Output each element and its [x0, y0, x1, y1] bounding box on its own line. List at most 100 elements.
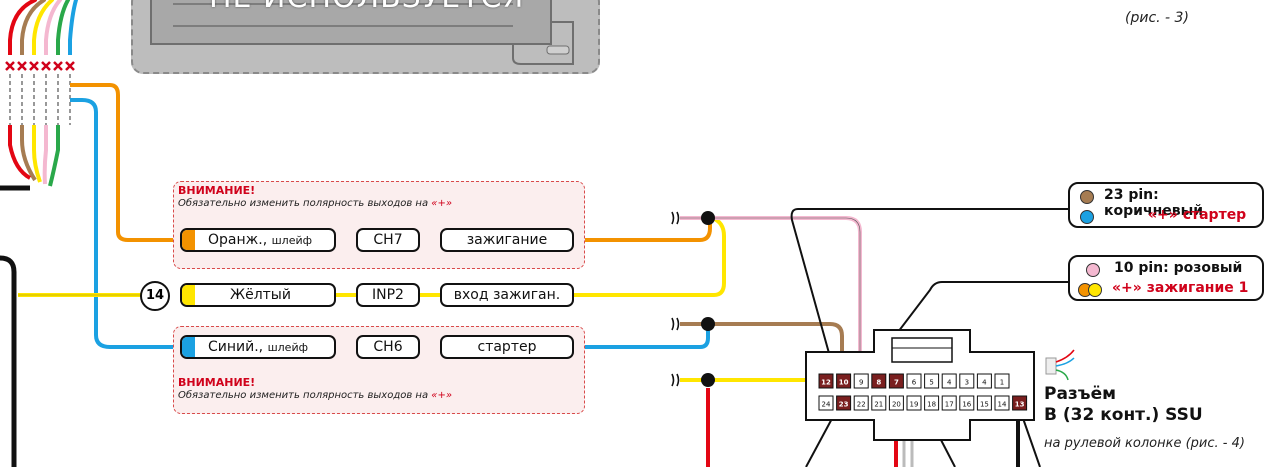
connector-pin-label: 12 [821, 379, 831, 387]
dashed-continuation [9, 74, 71, 125]
connector-pin-label: 4 [982, 379, 987, 387]
orange-swatch [182, 230, 195, 250]
row-number-badge: 14 [140, 281, 170, 311]
warning-text: Обязательно изменить полярность выходов … [178, 198, 452, 209]
break-marks [671, 211, 680, 387]
connector-pin-label: 19 [910, 401, 919, 409]
connector-pin [871, 373, 887, 389]
connector-pin [818, 373, 834, 389]
connector-pin-label: 13 [1015, 401, 1025, 409]
connector-pin-label: 21 [874, 401, 883, 409]
junction-dots [701, 211, 715, 387]
connector-pin-label: 1 [1000, 379, 1004, 387]
connector-pin [976, 373, 992, 389]
connector-subtitle: на рулевой колонке (рис. - 4) [1044, 436, 1245, 451]
blue-wire [70, 98, 180, 349]
connector-pin [994, 395, 1010, 411]
warning-plus-sign: «+» [431, 390, 453, 401]
warning-title: ВНИМАНИЕ! [178, 376, 256, 389]
connector-pin [871, 395, 887, 411]
wire-color-label: Оранж., [208, 232, 268, 248]
harness-top-left [8, 0, 78, 42]
connector-pin-label: 6 [912, 379, 917, 387]
connector-pin-label: 20 [892, 401, 901, 409]
connector-pin-label: 9 [859, 379, 863, 387]
connector-pin [888, 395, 904, 411]
wire-pill-blue: Синий., шлейф RMD [180, 335, 336, 359]
blue-swatch [182, 337, 195, 357]
connector-pin [853, 373, 869, 389]
warning-box-ch7 [173, 181, 585, 269]
connector-pin-label: 24 [822, 401, 831, 409]
pink-dot-icon [1086, 263, 1100, 277]
connector-title-line2: В (32 конт.) SSU [1044, 405, 1203, 425]
leader-line-10 [859, 281, 1068, 383]
connector-pin-label: 22 [857, 401, 866, 409]
unused-label: НЕ ИСПОЛЬЗУЕТСЯ [209, 0, 524, 15]
connector-pin [853, 395, 869, 411]
legend-pin-number: 23 pin [1104, 187, 1154, 203]
warning-text: Обязательно изменить полярность выходов … [178, 390, 452, 401]
legend-pin-10: 10 pin: розовый «+» зажигание 1 [1068, 255, 1264, 301]
brown-wire [680, 322, 844, 400]
blue-wire-right [574, 326, 710, 349]
yellow-swatch [182, 285, 195, 305]
function-pill-ignition: зажигание [440, 228, 574, 252]
wire-color-label: Синий., [208, 339, 264, 355]
legend-pin-number: 10 pin [1114, 260, 1164, 276]
connector-pin [1012, 395, 1028, 411]
connector-title: Разъём В (32 конт.) SSU [1044, 384, 1203, 426]
harness-bundle [8, 125, 60, 187]
connector-pin [994, 373, 1010, 389]
connector-pin [959, 373, 975, 389]
wire-harness-label: шлейф RMD [271, 234, 313, 247]
figure-3-caption: (рис. - 3) [1125, 10, 1189, 26]
harness-top-left-ends [8, 40, 72, 55]
legend-signal: «+» зажигание 1 [1112, 280, 1249, 296]
wire-harness-label: шлейф RMD [267, 341, 308, 354]
connector-pin [941, 373, 957, 389]
connector-pin-label: 15 [980, 401, 989, 409]
connector-pin [976, 395, 992, 411]
connector-pin-label: 8 [876, 379, 881, 387]
legend-separator: : [1163, 260, 1169, 276]
connector-pin [888, 373, 904, 389]
unused-connector-graphic [150, 0, 574, 65]
connector-pin [924, 373, 940, 389]
orange-wire-right [574, 218, 712, 242]
connector-thumbnail-icon [1045, 349, 1075, 381]
connector-title-line1: Разъём [1044, 384, 1117, 404]
wire-pill-yellow: Жёлтый [180, 283, 336, 307]
connector-pin-label: 4 [947, 379, 952, 387]
channel-pill-ch7: CH7 [356, 228, 420, 252]
warning-plus-sign: «+» [431, 198, 453, 209]
black-cable [0, 255, 17, 467]
wire-color-label: Жёлтый [230, 287, 291, 303]
warning-text-body: Обязательно изменить полярность выходов … [178, 390, 429, 401]
warning-title: ВНИМАНИЕ! [178, 184, 256, 197]
connector-pin-label: 7 [894, 379, 899, 387]
yellow-dot-icon [1088, 283, 1102, 297]
channel-pill-ch6: CH6 [356, 335, 420, 359]
function-pill-starter: стартер [440, 335, 574, 359]
legend-pin-line: 10 pin: розовый [1114, 260, 1242, 276]
legend-pin-line: 23 pin: коричневый [1104, 187, 1262, 219]
connector-pin [836, 395, 852, 411]
connector-pin-label: 16 [962, 401, 971, 409]
connector-pin [924, 395, 940, 411]
connector-pin [941, 395, 957, 411]
leader-line-23 [790, 208, 1068, 401]
channel-pill-inp2: INP2 [356, 283, 420, 307]
connector-pin [818, 395, 834, 411]
legend-signal: «+» стартер [1148, 207, 1247, 223]
blue-dot-icon [1080, 210, 1094, 224]
connector-pin-label: 18 [927, 401, 936, 409]
orange-wire [70, 83, 180, 242]
connector-pin-label: 10 [839, 379, 849, 387]
wire-pill-orange: Оранж., шлейф RMD [180, 228, 336, 252]
yellow-wire-right [574, 216, 726, 297]
legend-wire-color: розовый [1173, 260, 1243, 276]
connector-pin-label: 3 [965, 379, 969, 387]
connector-pin [906, 395, 922, 411]
